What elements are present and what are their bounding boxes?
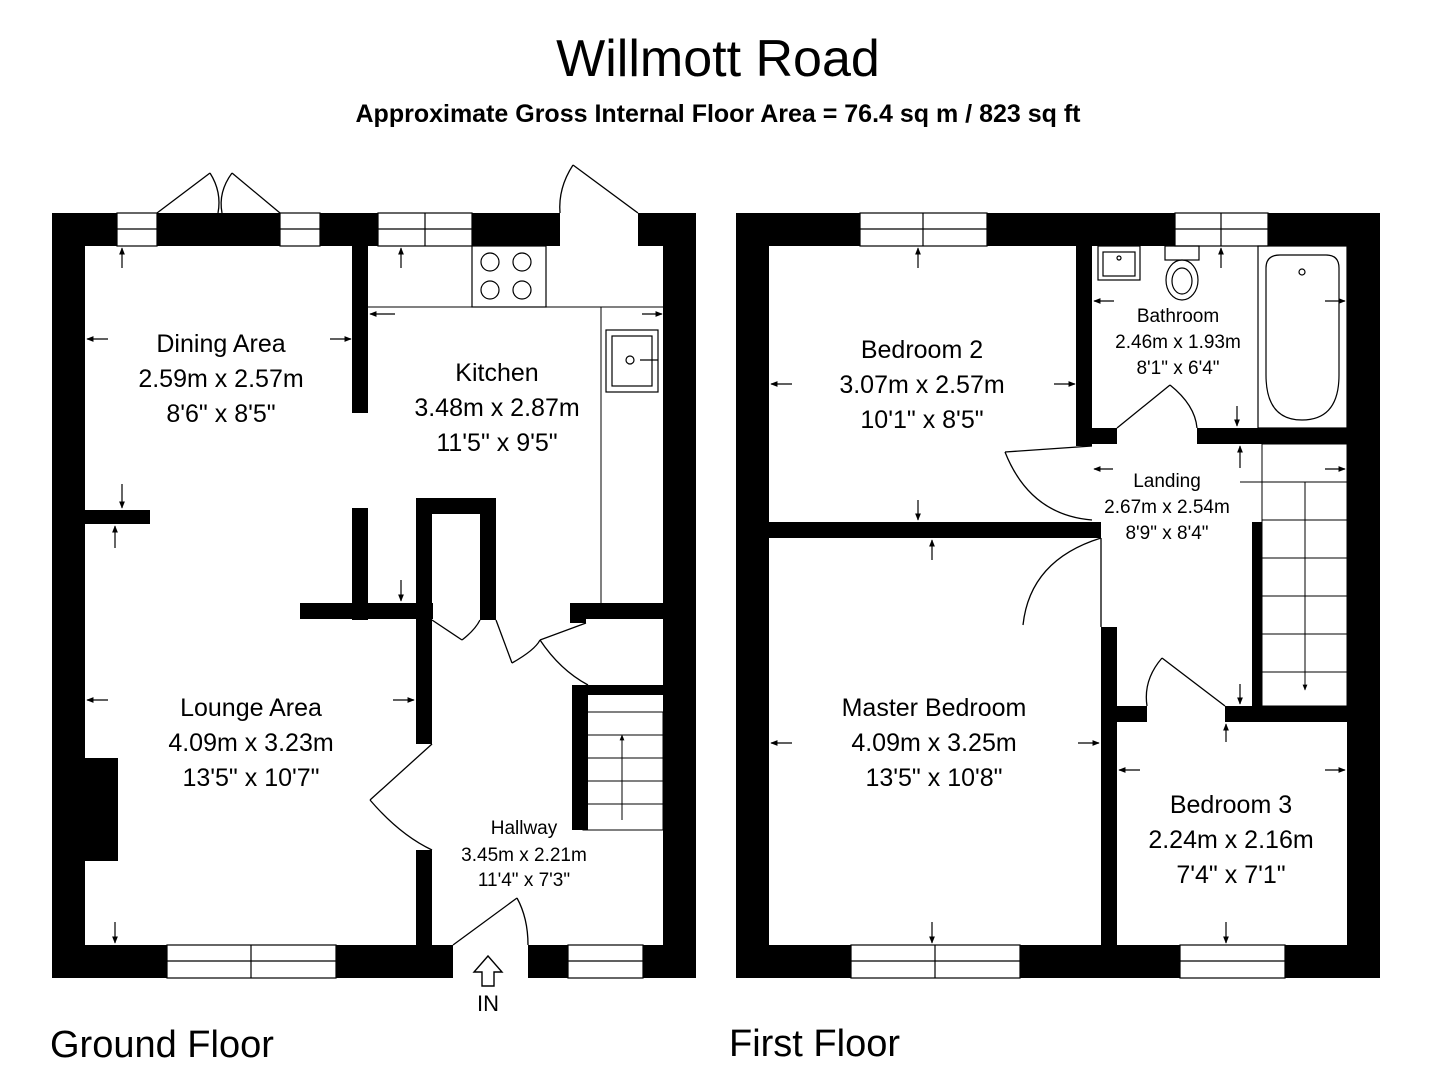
ground-outer-walls [52, 213, 696, 978]
room-name: Hallway [491, 818, 558, 839]
first-stairs [1240, 443, 1348, 707]
room-name: Bedroom 3 [1170, 791, 1292, 819]
first-doors [1004, 384, 1226, 707]
room-metric: 3.48m x 2.87m [414, 394, 579, 422]
ground-floor-plan: IN Dining Area 2.59m x 2.57m 8'6" x 8'5"… [52, 164, 696, 1016]
entrance-arrow-icon [472, 954, 504, 987]
room-name: Bedroom 2 [861, 336, 983, 364]
first-dimension-markers [770, 247, 1346, 944]
room-master: Master Bedroom 4.09m x 3.25m 13'5" x 10'… [842, 694, 1027, 792]
washbasin-icon [1097, 245, 1141, 281]
room-bedroom3: Bedroom 3 2.24m x 2.16m 7'4" x 7'1" [1148, 791, 1313, 889]
room-imperial: 7'4" x 7'1" [1176, 861, 1285, 889]
room-landing: Landing 2.67m x 2.54m 8'9" x 8'4" [1104, 471, 1230, 544]
room-bedroom2: Bedroom 2 3.07m x 2.57m 10'1" x 8'5" [839, 336, 1004, 434]
room-lounge: Lounge Area 4.09m x 3.23m 13'5" x 10'7" [168, 694, 333, 792]
ground-doors [156, 164, 639, 946]
room-name: Dining Area [156, 330, 285, 358]
room-imperial: 8'1" x 6'4" [1136, 358, 1219, 379]
plan-title: Willmott Road [556, 30, 880, 88]
room-metric: 2.46m x 1.93m [1115, 332, 1241, 353]
room-name: Landing [1133, 471, 1201, 492]
room-imperial: 8'9" x 8'4" [1125, 523, 1208, 544]
room-imperial: 13'5" x 10'7" [182, 764, 319, 792]
room-imperial: 11'4" x 7'3" [478, 870, 570, 891]
ground-dimension-markers [86, 247, 663, 944]
room-imperial: 10'1" x 8'5" [860, 406, 983, 434]
room-name: Lounge Area [180, 694, 322, 722]
bathtub-icon [1257, 245, 1348, 429]
first-outer-walls [736, 213, 1380, 978]
room-metric: 2.67m x 2.54m [1104, 497, 1230, 518]
first-windows [850, 212, 1286, 979]
room-hallway: Hallway 3.45m x 2.21m 11'4" x 7'3" [461, 818, 587, 891]
room-imperial: 8'6" x 8'5" [166, 400, 275, 428]
ground-windows [116, 212, 644, 979]
first-floor-plan: Bedroom 2 3.07m x 2.57m 10'1" x 8'5" Bat… [736, 212, 1380, 979]
toilet-icon [1164, 245, 1200, 301]
room-metric: 4.09m x 3.25m [851, 729, 1016, 757]
hob-icon [471, 245, 547, 308]
room-name: Bathroom [1137, 306, 1219, 327]
room-name: Kitchen [455, 359, 538, 387]
room-metric: 3.45m x 2.21m [461, 845, 587, 866]
sink-icon [605, 329, 659, 393]
ground-floor-caption: Ground Floor [50, 1024, 274, 1066]
plan-subtitle: Approximate Gross Internal Floor Area = … [356, 100, 1082, 128]
room-metric: 3.07m x 2.57m [839, 371, 1004, 399]
first-inner-walls [769, 246, 1347, 945]
room-metric: 2.59m x 2.57m [138, 365, 303, 393]
entrance-label: IN [477, 991, 499, 1016]
room-metric: 4.09m x 3.23m [168, 729, 333, 757]
ground-stairs [582, 711, 664, 831]
room-bathroom: Bathroom 2.46m x 1.93m 8'1" x 6'4" [1115, 306, 1241, 379]
room-dining: Dining Area 2.59m x 2.57m 8'6" x 8'5" [138, 330, 303, 428]
first-floor-caption: First Floor [729, 1023, 900, 1065]
room-metric: 2.24m x 2.16m [1148, 826, 1313, 854]
room-imperial: 11'5" x 9'5" [436, 429, 557, 457]
room-kitchen: Kitchen 3.48m x 2.87m 11'5" x 9'5" [414, 359, 579, 457]
room-imperial: 13'5" x 10'8" [865, 764, 1002, 792]
ground-inner-walls [85, 246, 663, 945]
room-name: Master Bedroom [842, 694, 1027, 722]
